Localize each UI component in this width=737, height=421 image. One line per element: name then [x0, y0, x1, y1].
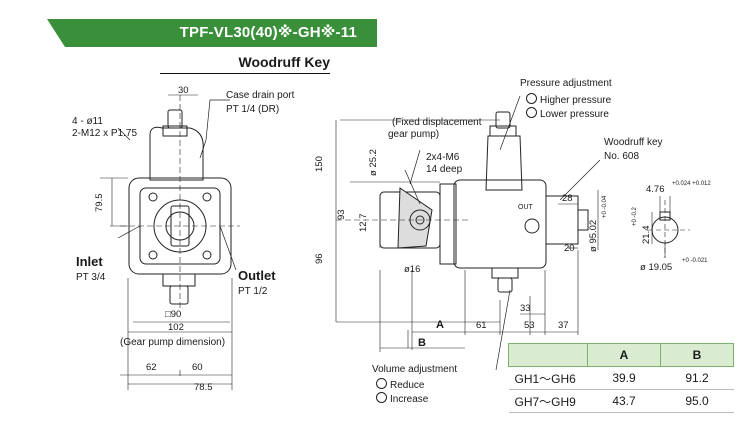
dim-33: 33 — [520, 303, 531, 314]
increase-label: Increase — [376, 392, 428, 406]
case-drain-spec: PT 1/4 (DR) — [226, 104, 280, 115]
dim-b: B — [418, 337, 426, 349]
dim-62: 62 — [146, 362, 157, 373]
dim-95: ø 95.02 — [588, 219, 599, 252]
table-header-cell: B — [660, 343, 734, 367]
title-banner — [47, 19, 377, 47]
dim-4-76: 4.76 — [646, 184, 665, 195]
dim-21-4: 21.4 — [641, 225, 652, 245]
table-row: GH7～GH9 43.7 95.0 — [508, 389, 734, 413]
dim-79-5: 79.5 — [94, 193, 105, 213]
rotate-ccw-icon — [526, 107, 537, 118]
table-cell: 95.0 — [660, 389, 734, 413]
dim-60: 60 — [192, 362, 203, 373]
rotate-cw-icon — [376, 378, 387, 389]
woodruff-key-label: Woodruff key — [604, 137, 663, 148]
side-view — [335, 95, 601, 371]
left-front-view — [100, 94, 240, 390]
dim-37: 37 — [558, 320, 569, 331]
dim-a: A — [436, 319, 444, 331]
dim-16: ø16 — [404, 264, 421, 275]
dim-61: 61 — [476, 320, 487, 331]
inlet-label: Inlet — [76, 254, 103, 269]
dim-20: 20 — [564, 243, 575, 254]
lower-pressure: Lower pressure — [526, 107, 609, 121]
subtitle-underline — [160, 73, 330, 74]
bolt-holes-2: 14 deep — [426, 164, 463, 175]
bolt-holes-1: 2x4-M6 — [426, 152, 460, 163]
table-cell: 39.9 — [587, 366, 661, 390]
dim-4-76-tol: +0.024 +0.012 — [672, 181, 711, 187]
dim-150: 150 — [314, 156, 325, 172]
higher-pressure: Higher pressure — [526, 93, 611, 107]
dim-19-05-tol: +0 -0.021 — [682, 258, 708, 264]
dim-25-2: ø 25.2 — [368, 149, 379, 176]
fixed-displacement-2: gear pump) — [388, 129, 440, 140]
dim-28: 28 — [562, 193, 573, 204]
outlet-label: Outlet — [238, 268, 276, 283]
dim-53: 53 — [524, 320, 535, 331]
gear-pump-dimension: (Gear pump dimension) — [120, 337, 226, 348]
dim-90: □90 — [165, 309, 182, 320]
dim-12-7: 12.7 — [358, 213, 369, 233]
table-cell: 91.2 — [660, 366, 734, 390]
dim-30: 30 — [178, 85, 189, 96]
dimension-table: A B GH1～GH6 39.9 91.2 GH7～GH9 43.7 95.0 — [508, 343, 734, 413]
woodruff-key-no: No. 608 — [604, 151, 640, 162]
table-cell: GH1～GH6 — [508, 366, 588, 390]
table-header-cell: A — [587, 343, 661, 367]
table-cell: GH7～GH9 — [508, 389, 588, 413]
dim-102: 102 — [168, 322, 184, 333]
dim-19-05: ø 19.05 — [640, 262, 673, 273]
dim-95-tol: +0 -0.04 — [602, 195, 608, 218]
dim-96: 96 — [314, 253, 325, 264]
dim-21-4-tol: +0 -0.2 — [632, 207, 638, 226]
dim-93: 93 — [336, 209, 347, 220]
outlet-spec: PT 1/2 — [238, 286, 268, 297]
pressure-adjustment: Pressure adjustment — [520, 78, 612, 89]
ports-label: 4 - ø11 — [72, 116, 103, 127]
page-title: TPF-VL30(40)※-GH※-11 — [179, 24, 357, 41]
fixed-displacement-1: (Fixed displacement — [392, 117, 482, 128]
table-row: GH1～GH6 39.9 91.2 — [508, 366, 734, 390]
table-header-row: A B — [508, 343, 734, 367]
reduce-label: Reduce — [376, 378, 424, 392]
page-subtitle: Woodruff Key — [238, 54, 330, 70]
out-label: OUT — [518, 204, 533, 211]
table-header-cell — [508, 343, 588, 367]
shaft-end-view — [648, 196, 690, 258]
bolts-label: 2-M12 x P1.75 — [72, 128, 138, 139]
rotate-cw-icon — [526, 93, 537, 104]
volume-adjustment: Volume adjustment — [372, 364, 458, 375]
case-drain-title: Case drain port — [226, 90, 295, 101]
inlet-spec: PT 3/4 — [76, 272, 106, 283]
table-cell: 43.7 — [587, 389, 661, 413]
rotate-ccw-icon — [376, 392, 387, 403]
dim-78-5: 78.5 — [194, 382, 213, 393]
